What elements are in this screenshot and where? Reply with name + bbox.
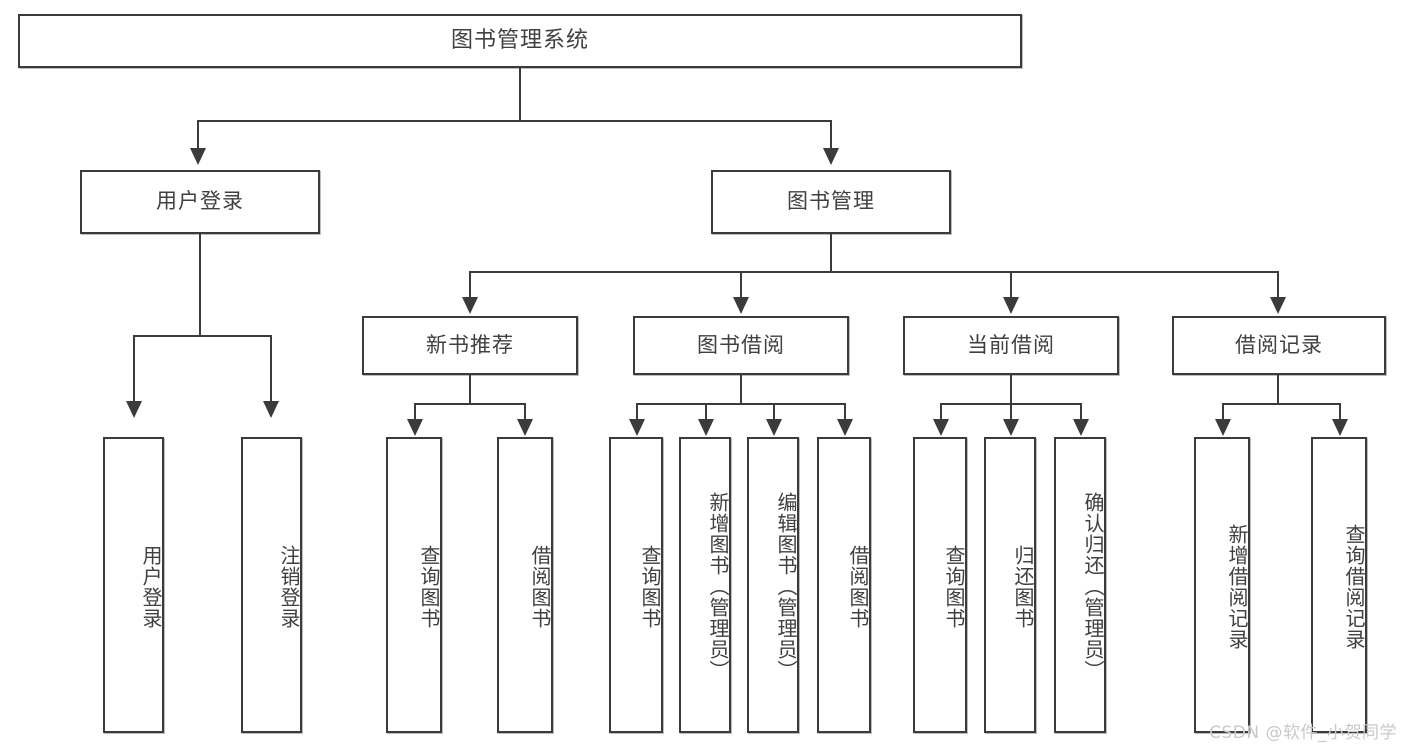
connector-bb-leaf-4 — [844, 403, 846, 421]
leaf-bb-edit-book-admin[interactable]: 编辑图书（管理员） — [747, 437, 799, 733]
connector-user-login-stem — [199, 234, 201, 335]
leaf-bb-borrow-book[interactable]: 借阅图书 — [817, 437, 871, 733]
connector-cb-leaf-2 — [1010, 403, 1012, 421]
connector-br-leaf-2 — [1339, 403, 1341, 421]
leaf-bb-query-books[interactable]: 查询图书 — [609, 437, 663, 733]
node-book-borrow[interactable]: 图书借阅 — [633, 316, 849, 375]
connector-bb-leaf-2 — [705, 403, 707, 421]
leaf-nbr-borrow-books[interactable]: 借阅图书 — [497, 437, 553, 733]
connector-nbr-leaf-1 — [414, 403, 416, 421]
leaf-cb-confirm-return-admin[interactable]: 确认归还（管理员） — [1054, 437, 1106, 733]
arrowhead-current-borrow — [1003, 297, 1019, 314]
connector-to-book-borrow — [740, 271, 742, 299]
leaf-nbr-query-books[interactable]: 查询图书 — [386, 437, 442, 733]
connector-new-book-recommend-stem — [469, 375, 471, 404]
connector-user-login-to-leaf-1 — [133, 335, 135, 403]
node-book-management[interactable]: 图书管理 — [711, 170, 951, 234]
connector-br-leaf-1 — [1222, 403, 1224, 421]
node-new-book-recommend[interactable]: 新书推荐 — [362, 316, 578, 375]
arrowhead-cb-confirm-return — [1073, 419, 1089, 436]
connector-root-bus — [197, 120, 831, 122]
leaf-cb-query-books[interactable]: 查询图书 — [913, 437, 967, 733]
arrowhead-new-book-recommend — [462, 297, 478, 314]
connector-user-login-to-leaf-2 — [270, 335, 272, 403]
arrowhead-leaf-user-login — [126, 401, 142, 418]
connector-bb-leaf-3 — [773, 403, 775, 421]
leaf-br-query-record[interactable]: 查询借阅记录 — [1311, 437, 1367, 733]
arrowhead-bb-add-book — [698, 419, 714, 436]
arrowhead-book-borrow — [733, 297, 749, 314]
arrowhead-cb-query-books — [933, 419, 949, 436]
leaf-cb-return-book[interactable]: 归还图书 — [984, 437, 1036, 733]
leaf-bb-add-book-admin[interactable]: 新增图书（管理员） — [679, 437, 731, 733]
node-user-login[interactable]: 用户登录 — [80, 170, 320, 234]
connector-new-book-recommend-bus — [414, 403, 525, 405]
arrowhead-cb-return-book — [1003, 419, 1019, 436]
connector-root-to-user-login — [197, 120, 199, 150]
connector-to-borrow-record — [1277, 271, 1279, 299]
arrowhead-user-login — [190, 148, 206, 165]
arrowhead-borrow-record — [1270, 297, 1286, 314]
node-root-book-management-system[interactable]: 图书管理系统 — [18, 14, 1022, 68]
connector-book-management-bus — [469, 271, 1279, 273]
connector-root-stem — [519, 68, 521, 120]
leaf-user-login[interactable]: 用户登录 — [103, 437, 164, 733]
connector-book-management-stem — [830, 234, 832, 272]
arrowhead-bb-borrow-book — [837, 419, 853, 436]
arrowhead-leaf-logout — [263, 401, 279, 418]
leaf-logout[interactable]: 注销登录 — [241, 437, 302, 733]
arrowhead-br-add-record — [1215, 419, 1231, 436]
node-borrow-record[interactable]: 借阅记录 — [1172, 316, 1386, 375]
arrowhead-bb-edit-book — [766, 419, 782, 436]
leaf-br-add-record[interactable]: 新增借阅记录 — [1194, 437, 1250, 733]
connector-book-borrow-bus — [636, 403, 846, 405]
connector-cb-leaf-1 — [940, 403, 942, 421]
connector-to-current-borrow — [1010, 271, 1012, 299]
node-current-borrow[interactable]: 当前借阅 — [903, 316, 1119, 375]
arrowhead-book-management — [823, 148, 839, 165]
connector-bb-leaf-1 — [636, 403, 638, 421]
arrowhead-nbr-query-books — [407, 419, 423, 436]
connector-current-borrow-stem — [1010, 375, 1012, 404]
connector-root-to-book-management — [830, 120, 832, 150]
connector-book-borrow-stem — [740, 375, 742, 404]
connector-user-login-bus — [133, 335, 271, 337]
arrowhead-nbr-borrow-books — [517, 419, 533, 436]
connector-to-new-book-recommend — [469, 271, 471, 299]
connector-cb-leaf-3 — [1080, 403, 1082, 421]
connector-borrow-record-stem — [1277, 375, 1279, 404]
arrowhead-br-query-record — [1332, 419, 1348, 436]
connector-nbr-leaf-2 — [524, 403, 526, 421]
connector-borrow-record-bus — [1222, 403, 1340, 405]
arrowhead-bb-query-books — [629, 419, 645, 436]
